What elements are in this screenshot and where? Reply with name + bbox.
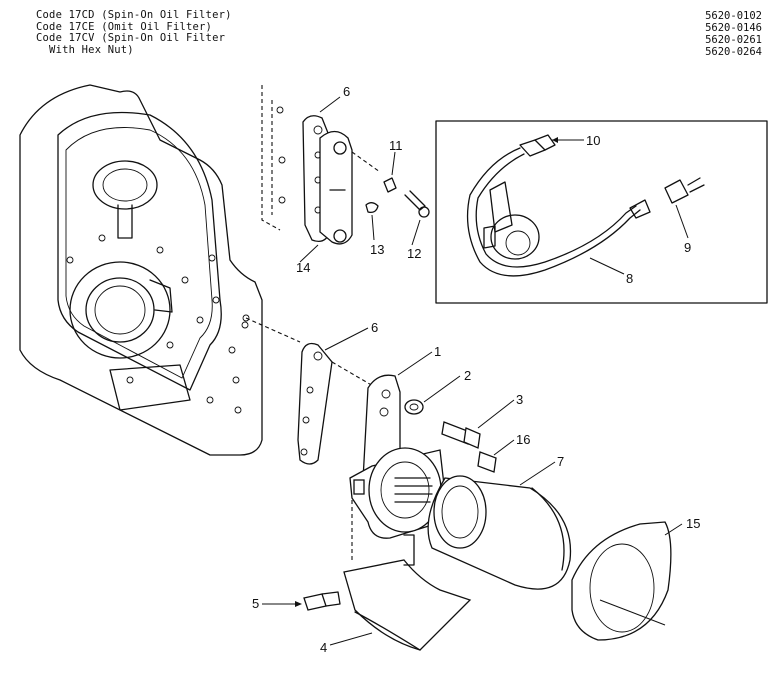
callout-1: 1 bbox=[434, 344, 441, 359]
oil-line-inset bbox=[435, 120, 768, 304]
callout-2: 2 bbox=[464, 368, 471, 383]
filter-adapter bbox=[349, 374, 449, 560]
callout-11: 11 bbox=[389, 138, 403, 153]
lower-bracket bbox=[242, 314, 381, 465]
callout-10: 10 bbox=[586, 133, 600, 148]
part-number: 5620-0146 bbox=[705, 22, 762, 34]
leader-lines bbox=[262, 96, 689, 646]
code-line: Code 17CD (Spin-On Oil Filter) bbox=[36, 9, 232, 21]
code-line: Code 17CE (Omit Oil Filter) bbox=[36, 20, 213, 33]
code-line: With Hex Nut) bbox=[36, 43, 134, 56]
filter-gasket-ring bbox=[571, 521, 672, 641]
callout-6-upper: 6 bbox=[343, 84, 350, 99]
part-number: 5620-0261 bbox=[705, 34, 762, 46]
callout-15: 15 bbox=[686, 516, 700, 531]
part-number: 5620-0102 bbox=[705, 10, 762, 22]
hardware-parts bbox=[404, 399, 497, 473]
part-number: 5620-0264 bbox=[705, 46, 762, 58]
callout-16: 16 bbox=[516, 432, 530, 447]
callout-labels: 6 11 13 12 14 10 9 8 6 1 2 3 16 7 15 5 4 bbox=[252, 84, 700, 655]
filter-guard bbox=[303, 534, 472, 651]
model-code-list: Code 17CD (Spin-On Oil Filter) Code 17CE… bbox=[36, 9, 232, 56]
upper-bracket-assembly bbox=[261, 85, 430, 245]
code-line: Code 17CV (Spin-On Oil Filter bbox=[36, 32, 226, 45]
callout-14: 14 bbox=[296, 260, 310, 275]
callout-3: 3 bbox=[516, 392, 523, 407]
callout-4: 4 bbox=[320, 640, 327, 655]
part-number-list: 5620-0102 5620-0146 5620-0261 5620-0264 bbox=[705, 10, 762, 58]
callout-8: 8 bbox=[626, 271, 633, 286]
callout-9: 9 bbox=[684, 240, 691, 255]
oil-filter-canister bbox=[427, 475, 572, 590]
callout-12: 12 bbox=[407, 246, 421, 261]
callout-7: 7 bbox=[557, 454, 564, 469]
callout-5: 5 bbox=[252, 596, 259, 611]
callout-13: 13 bbox=[370, 242, 384, 257]
engine-housing bbox=[19, 84, 263, 456]
callout-6-lower: 6 bbox=[371, 320, 378, 335]
